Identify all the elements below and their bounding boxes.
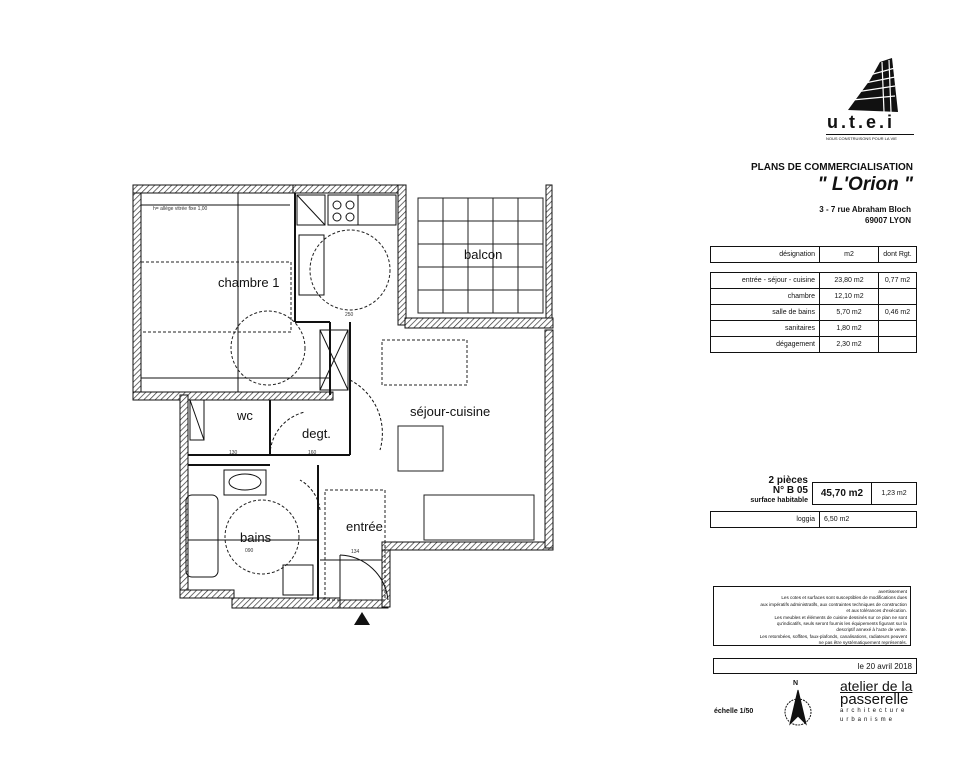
cell-m2: 23,80 m2 [819,272,879,289]
surface-value: 45,70 m2 [812,482,872,505]
address-line2: 69007 LYON [865,216,911,225]
room-label-chambre: chambre 1 [218,275,279,290]
cell-m2: 5,70 m2 [819,304,879,321]
cell-rgt: 0,77 m2 [878,272,917,289]
notice-title: avertissement [878,589,907,594]
room-label-degt: degt. [302,426,331,441]
architect-line1: atelier de la [840,678,913,694]
architect-line3: architecture [840,708,908,714]
room-label-bains: bains [240,530,272,545]
address-line1: 3 - 7 rue Abraham Bloch [819,205,911,214]
cell-rgt [878,320,917,337]
logo-text: u.t.e.i [827,112,896,132]
cell-designation: salle de bains [710,304,820,321]
room-label-balcon: balcon [464,247,502,262]
document-title: PLANS DE COMMERCIALISATION [750,162,913,173]
dimension: 160 [308,450,317,456]
notice-box: avertissement Les cotes et surfaces sont… [713,586,911,646]
kitchen [296,194,397,391]
loggia-value: 6,50 m2 [819,511,917,528]
notice-line: ne pas être systématiquement représentés… [818,640,907,646]
room-label-entree: entrée [346,519,383,534]
cell-designation: entrée - séjour - cuisine [710,272,820,289]
lot-number: N° B 05 [772,485,808,496]
interior-walls [188,193,351,600]
architect-line4: urbanisme [840,717,896,723]
north-label: N [793,680,799,687]
header-m2: m2 [819,246,879,263]
cell-rgt: 0,46 m2 [878,304,917,321]
notice-line: Les retombées, soffites, faux-plafonds, … [759,633,907,639]
window-lines [141,193,382,561]
logo-tagline: NOUS CONSTRUISONS POUR LA VIE [826,134,914,141]
scale-label: échelle 1/50 [714,708,754,715]
utei-logo-icon [848,58,898,113]
cell-rgt [878,288,917,305]
loggia-label: loggia [710,511,820,528]
cell-designation: chambre [710,288,820,305]
cell-designation: sanitaires [710,320,820,337]
document-date: le 20 avril 2018 [857,662,912,671]
furniture [140,229,535,601]
notice-line: qu'indicatifs, seuls seront fournis les … [776,621,907,627]
cell-m2: 1,80 m2 [819,320,879,337]
surface-table: 45,70 m2 1,23 m2 [812,482,917,505]
notice-line: et aux tolérances d'exécution. [846,608,907,614]
bathroom-fixtures [185,399,314,596]
surface-rgt: 1,23 m2 [871,482,917,505]
header-designation: désignation [710,246,820,263]
doors [269,379,389,601]
cell-m2: 12,10 m2 [819,288,879,305]
project-name: " L'Orion " [817,174,913,195]
architect-line2: passerelle [840,691,909,708]
loggia-table: loggia 6,50 m2 [710,511,917,528]
dimension: 250 [345,312,354,318]
lot-summary: 2 pièces N° B 05 surface habitable [740,476,808,506]
dimension: 134 [351,549,360,555]
notice-line: Les cotes et surfaces sont susceptibles … [781,595,907,601]
notice-line: Les meubles et éléments de cuisine dessi… [774,614,907,620]
architect-logo: atelier de la passerelle architecture ur… [840,678,920,725]
dimension: 090 [245,548,254,554]
allege-annotation: h= allège vitrée fixe 1,00 [153,206,208,212]
header-rgt: dont Rgt. [878,246,917,263]
cell-rgt [878,336,917,353]
cell-m2: 2,30 m2 [819,336,879,353]
notice-line: aux impératifs administratifs, aux contr… [760,601,907,607]
date-box: le 20 avril 2018 [713,658,917,674]
entrance-arrow [354,612,370,625]
exterior-walls [132,184,554,609]
room-label-sejour: séjour-cuisine [410,404,490,419]
cell-designation: dégagement [710,336,820,353]
surface-label: surface habitable [750,497,808,504]
north-compass-icon [784,689,812,726]
areas-table-header: désignation m2 dont Rgt. [710,246,917,263]
dimension: 130 [229,450,238,456]
room-label-wc: wc [236,408,253,423]
balcony-tiles [417,197,544,314]
pieces-count: 2 pièces [768,475,808,486]
notice-line: descriptif annexé à l'acte de vente. [836,627,907,633]
